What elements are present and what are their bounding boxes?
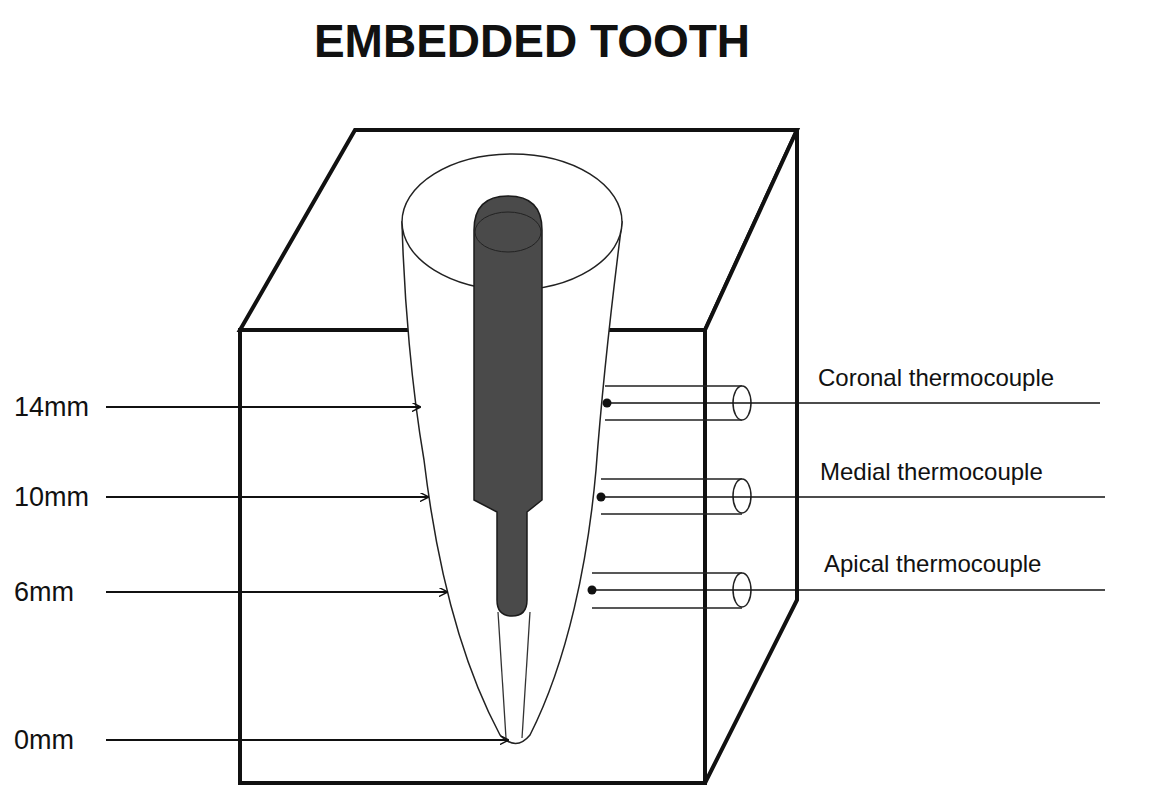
tooth	[402, 154, 622, 744]
thermocouple-label: Apical thermocouple	[824, 552, 1041, 576]
dimension-label: 14mm	[14, 394, 89, 421]
thermocouple-label: Coronal thermocouple	[818, 366, 1054, 390]
dimension-label: 6mm	[14, 579, 74, 606]
dimension-label: 10mm	[14, 484, 89, 511]
post	[474, 196, 542, 616]
thermocouple-label: Medial thermocouple	[820, 460, 1043, 484]
thermocouple-junctions	[588, 399, 612, 595]
thermocouple-wires	[592, 403, 1105, 590]
dimension-label: 0mm	[14, 727, 74, 754]
dimension-arrows	[106, 407, 508, 740]
diagram-title: EMBEDDED TOOTH	[314, 18, 750, 64]
embedding-block	[240, 130, 797, 783]
